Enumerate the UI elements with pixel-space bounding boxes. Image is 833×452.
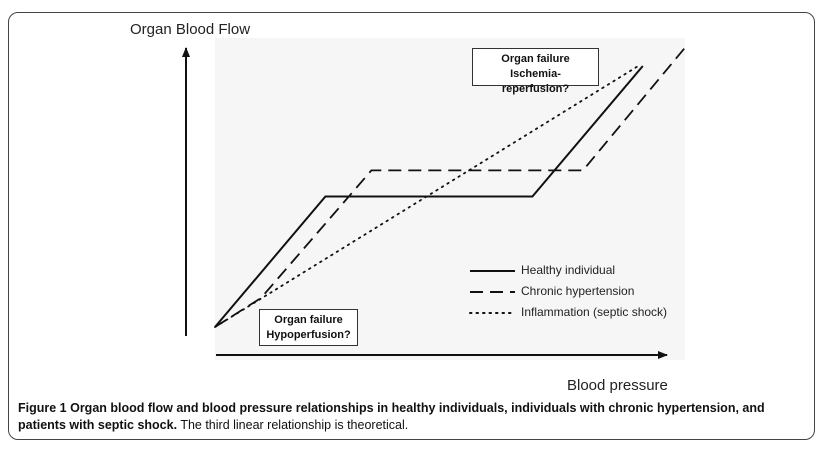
series-layer xyxy=(214,48,685,328)
series-hypertension-line xyxy=(214,48,685,328)
caption-normal: The third linear relationship is theoret… xyxy=(177,418,409,432)
legend-label-inflammation: Inflammation (septic shock) xyxy=(521,305,668,319)
caption-bold: Figure 1 Organ blood flow and blood pres… xyxy=(18,401,765,432)
annotation-ischemia: Organ failure Ischemia-reperfusion? xyxy=(472,48,599,95)
legend xyxy=(469,270,516,314)
legend-label-healthy: Healthy individual xyxy=(521,263,616,277)
series-healthy-line xyxy=(214,65,644,328)
plot-area xyxy=(215,38,685,360)
annotation-ischemia-line1: Organ failure xyxy=(501,53,570,65)
legend-label-hypertension: Chronic hypertension xyxy=(521,284,635,298)
y-axis-label: Organ Blood Flow xyxy=(130,21,251,38)
annotation-hypoperfusion-line2: Hypoperfusion? xyxy=(266,329,351,341)
series-inflammation-line xyxy=(214,65,640,328)
x-axis-label: Blood pressure xyxy=(567,377,668,394)
annotation-ischemia-line2: Ischemia-reperfusion? xyxy=(501,68,570,95)
figure-caption: Figure 1 Organ blood flow and blood pres… xyxy=(18,400,808,434)
annotation-hypoperfusion-line1: Organ failure xyxy=(274,314,343,326)
annotation-hypoperfusion: Organ failure Hypoperfusion? xyxy=(259,309,358,346)
